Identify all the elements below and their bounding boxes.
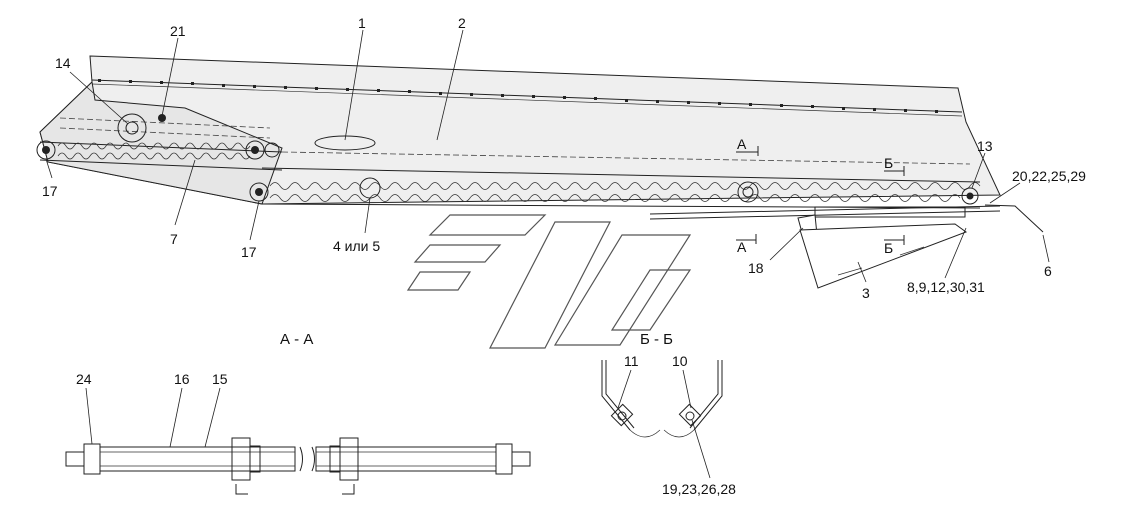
section-bb-title: Б - Б xyxy=(640,331,673,348)
callout-3: 3 xyxy=(862,285,870,301)
callout-20-22-25-29: 20,22,25,29 xyxy=(1012,168,1086,184)
callout-19-23-26-28: 19,23,26,28 xyxy=(662,481,736,497)
cover-assembly xyxy=(649,204,1044,289)
callout-8-9-12-30-31: 8,9,12,30,31 xyxy=(907,279,985,295)
callout-18: 18 xyxy=(748,260,764,276)
callout-17-lower: 17 xyxy=(241,244,257,260)
cut-marks: А А Б Б xyxy=(736,136,905,256)
callout-13: 13 xyxy=(977,138,993,154)
callout-16: 16 xyxy=(174,371,190,387)
callout-4-or-5: 4 или 5 xyxy=(333,238,380,254)
rim-rivets xyxy=(98,79,938,113)
callout-2: 2 xyxy=(458,15,466,31)
callout-labels: 1 2 21 14 17 7 17 4 или 5 13 20,22,25,29… xyxy=(42,15,1086,497)
chain-lower xyxy=(269,182,981,202)
cut-mark-b-bottom: Б xyxy=(884,240,893,256)
cut-mark-a-top: А xyxy=(737,136,747,152)
callout-1: 1 xyxy=(358,15,366,31)
watermark-logo xyxy=(406,214,692,349)
leader-lines xyxy=(45,29,1050,479)
callout-24: 24 xyxy=(76,371,92,387)
callout-10: 10 xyxy=(672,353,688,369)
callout-15: 15 xyxy=(212,371,228,387)
callout-7: 7 xyxy=(170,231,178,247)
drive-wheel-21 xyxy=(117,113,166,143)
cut-mark-b-top: Б xyxy=(884,155,893,171)
cut-mark-a-bottom: А xyxy=(737,239,747,255)
chain-upper xyxy=(57,142,251,160)
sprocket-upper xyxy=(245,140,280,160)
callout-14: 14 xyxy=(55,55,71,71)
callout-21: 21 xyxy=(170,23,186,39)
callout-6: 6 xyxy=(1044,263,1052,279)
section-aa-shaft xyxy=(65,437,531,495)
callout-17-left: 17 xyxy=(42,183,58,199)
conveyor-housing xyxy=(39,55,1001,209)
section-bb-trough xyxy=(601,360,723,438)
section-aa-title: А - А xyxy=(280,331,313,348)
sprocket-right xyxy=(961,187,979,205)
callout-11: 11 xyxy=(624,353,639,369)
